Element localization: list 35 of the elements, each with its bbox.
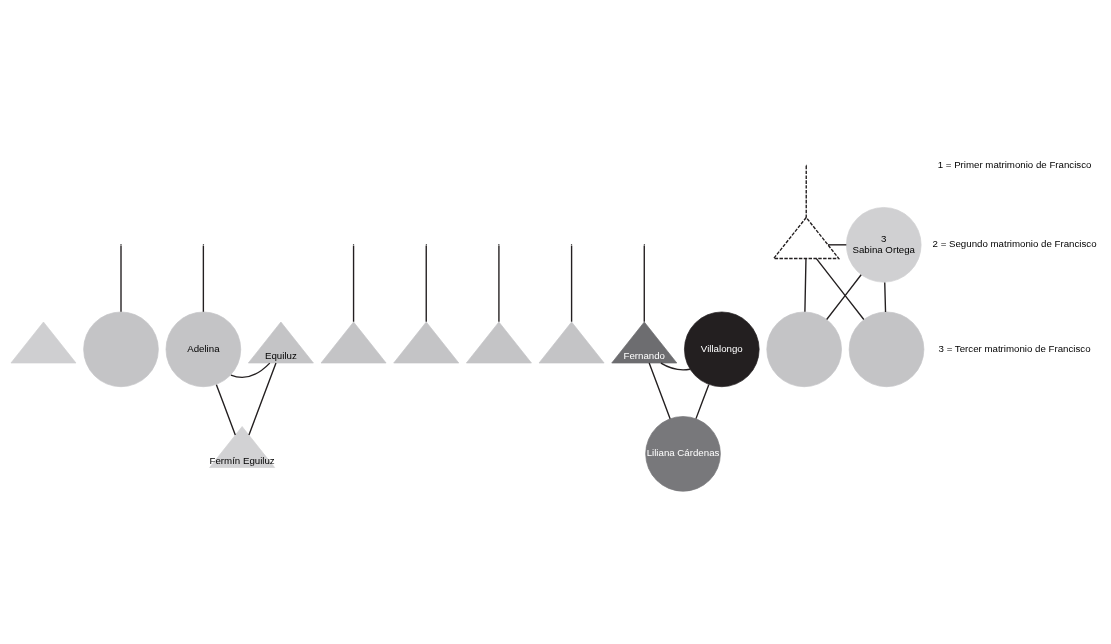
node-circle: Liliana Cárdenas: [645, 416, 721, 492]
node-circle: 3 Sabina Ortega: [846, 207, 922, 283]
connector: [643, 244, 645, 323]
node-triangle: [320, 321, 387, 364]
connector: [695, 383, 710, 420]
connector: [120, 244, 122, 313]
connector: [825, 274, 862, 321]
node-triangle: [393, 321, 460, 364]
connector: [815, 257, 865, 321]
connector: [498, 244, 500, 323]
connector: [352, 244, 355, 323]
label: 2 = Segundo matrimonio de Francisco: [932, 238, 1097, 250]
node-triangle: [466, 321, 532, 364]
connector: [248, 362, 277, 436]
connector: [804, 257, 807, 313]
connector: [215, 383, 236, 436]
node-circle: Villalongo: [684, 311, 760, 388]
node-triangle: [772, 216, 841, 260]
label: 3 = Tercer matrimonio de Francisco: [938, 342, 1091, 354]
node-circle: [83, 311, 159, 388]
connector: [230, 362, 271, 378]
connector: [648, 362, 671, 420]
connector: [660, 362, 691, 371]
node-triangle: [10, 321, 77, 364]
connector: [805, 165, 807, 219]
label: 1 = Primer matrimonio de Francisco: [937, 158, 1092, 170]
connector: [827, 244, 847, 246]
connector: [425, 244, 427, 323]
node-circle: [848, 311, 925, 388]
node-circle: [766, 311, 842, 388]
node-circle: Adelina: [165, 311, 242, 388]
node-triangle: [538, 321, 605, 364]
connector: [570, 244, 573, 323]
connector: [202, 244, 205, 313]
connector: [884, 281, 887, 313]
